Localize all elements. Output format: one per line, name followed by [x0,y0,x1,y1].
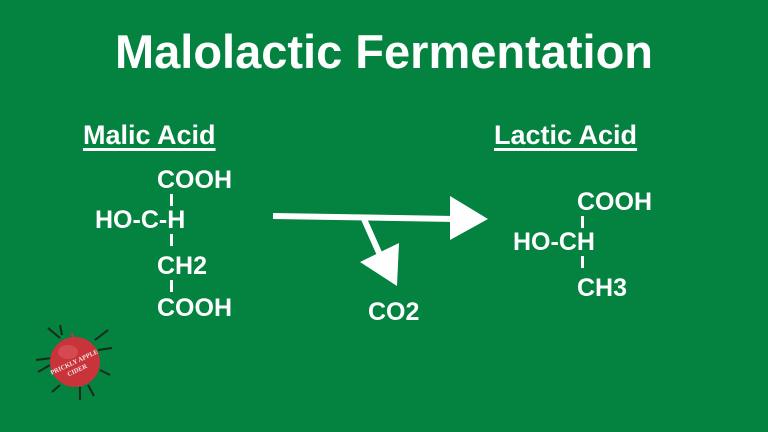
product-heading: Lactic Acid [494,120,638,150]
reactant-line-4: COOH [157,294,232,322]
bond [581,216,584,228]
slide-title: Malolactic Fermentation [115,25,653,78]
product-line-1: COOH [577,188,652,216]
bond [170,280,173,292]
product-line-2: HO-CH [513,228,595,256]
bond [170,194,173,206]
product-line-3: CH3 [577,274,628,302]
byproduct-label: CO2 [368,298,420,326]
bond [581,256,584,268]
co2-arrow [360,217,399,286]
reactant-line-3: CH2 [157,252,208,280]
reactant-line-2: HO-C-H [95,206,186,234]
main-arrow [272,196,488,240]
bond [170,234,173,246]
reactant-line-1: COOH [157,166,232,194]
reactant-heading: Malic Acid [83,120,216,150]
